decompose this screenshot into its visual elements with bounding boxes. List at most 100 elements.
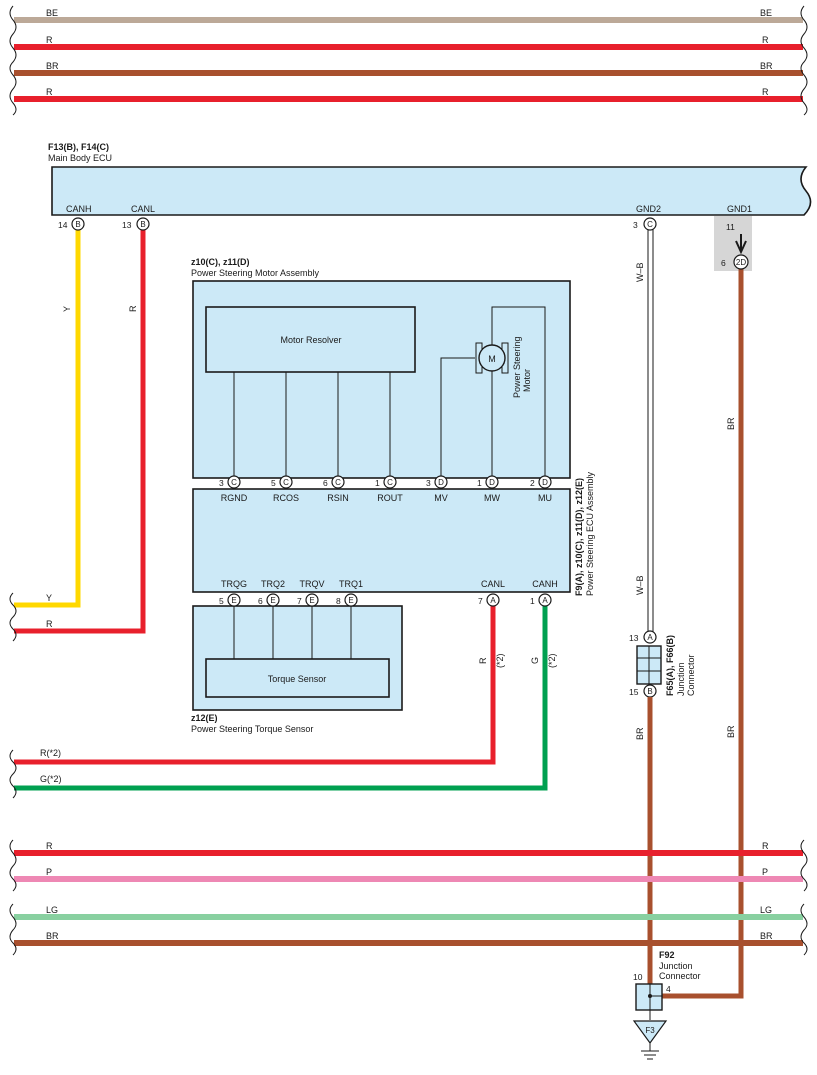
- motor-assembly-code: z10(C), z11(D): [191, 257, 250, 267]
- wire-label-r-vertical: R: [128, 305, 138, 312]
- wire-label-g-ps: G: [530, 657, 540, 664]
- svg-text:F92: F92: [659, 950, 675, 960]
- motor-pin-1: C3: [219, 475, 241, 489]
- svg-text:D: D: [489, 478, 495, 487]
- bus-label-be-right: BE: [760, 8, 772, 18]
- wire-br-gnd1: [660, 268, 744, 999]
- main-ecu-canh-label: CANH: [66, 204, 92, 214]
- ps-ecu-label-mv: MV: [434, 493, 448, 503]
- ps-ecu-label-rgnd: RGND: [221, 493, 248, 503]
- bus-label-r2-right: R: [762, 87, 769, 97]
- main-ecu-pin-gnd2: C 3: [633, 217, 657, 231]
- wire-r-ps-canl: [14, 606, 496, 765]
- main-body-ecu: F13(B), F14(C) Main Body ECU CANH CANL G…: [48, 142, 812, 216]
- break-mark-right-bottom-1: [800, 839, 808, 892]
- svg-text:11: 11: [726, 222, 735, 232]
- bottom-bus-group: R R P P LG LG BR BR: [9, 839, 808, 956]
- motor-pin-5: D3: [426, 475, 448, 489]
- svg-text:F3: F3: [645, 1026, 655, 1035]
- wire-label-y-left: Y: [46, 593, 52, 603]
- ps-pin-trqv: E7: [297, 593, 319, 607]
- bus-label-r1-left: R: [46, 35, 53, 45]
- bus-label-lg-bottom-left: LG: [46, 905, 58, 915]
- svg-text:6: 6: [258, 596, 263, 606]
- wire-label-br-junction: BR: [635, 727, 645, 740]
- ps-ecu-label-trq2: TRQ2: [261, 579, 285, 589]
- svg-text:C: C: [647, 220, 653, 229]
- ps-ecu-label-rcos: RCOS: [273, 493, 299, 503]
- torque-sensor-code: z12(E): [191, 713, 218, 723]
- svg-text:M: M: [488, 354, 496, 364]
- motor-pin-7: D2: [530, 475, 552, 489]
- svg-text:Power Steering: Power Steering: [512, 336, 522, 398]
- ps-pin-trqg: E5: [219, 593, 241, 607]
- svg-text:E: E: [309, 596, 314, 605]
- svg-text:E: E: [231, 596, 236, 605]
- bus-label-r-bottom-right: R: [762, 841, 769, 851]
- bus-label-lg-bottom-right: LG: [760, 905, 772, 915]
- main-ecu-pin-canl: B 13: [122, 217, 150, 231]
- ps-ecu-label-rout: ROUT: [377, 493, 403, 503]
- svg-text:2: 2: [530, 478, 535, 488]
- svg-text:5: 5: [219, 596, 224, 606]
- bus-label-p-bottom-right: P: [762, 867, 768, 877]
- svg-text:A: A: [490, 596, 496, 605]
- motor-symbol: M Power Steering Motor: [440, 306, 546, 476]
- motor-pin-4: C1: [375, 475, 397, 489]
- svg-text:3: 3: [633, 220, 638, 230]
- ps-pin-trq1: E8: [336, 593, 358, 607]
- ps-ecu-label-mw: MW: [484, 493, 500, 503]
- break-mark-left-bottom-2: [9, 903, 17, 956]
- wire-label-wb-lower: W–B: [635, 575, 645, 595]
- svg-text:14: 14: [58, 220, 68, 230]
- svg-text:8: 8: [336, 596, 341, 606]
- ps-ecu-label-rsin: RSIN: [327, 493, 349, 503]
- motor-pin-2: C5: [271, 475, 293, 489]
- bus-label-br-right: BR: [760, 61, 773, 71]
- motor-pin-3: C6: [323, 475, 345, 489]
- svg-text:B: B: [140, 220, 145, 229]
- svg-text:6: 6: [721, 258, 726, 268]
- ps-ecu-label-trqv: TRQV: [299, 579, 324, 589]
- svg-text:C: C: [335, 478, 341, 487]
- wire-label-r-ps-star: (*2): [495, 653, 505, 668]
- svg-text:E: E: [348, 596, 353, 605]
- wire-label-y-vertical: Y: [62, 306, 72, 312]
- main-ecu-name: Main Body ECU: [48, 153, 112, 163]
- ps-ecu-name: Power Steering ECU Assembly: [585, 471, 595, 596]
- bus-label-r-bottom-left: R: [46, 841, 53, 851]
- svg-text:13: 13: [629, 633, 639, 643]
- bus-label-p-bottom-left: P: [46, 867, 52, 877]
- junction-f65: A 13 B 15 F65(A), F66(B) Junction Connec…: [629, 630, 696, 698]
- ps-pin-canh: A1: [530, 593, 552, 607]
- svg-text:3: 3: [219, 478, 224, 488]
- break-mark-right-top: [800, 5, 808, 116]
- torque-sensor-inner: [205, 658, 390, 698]
- motor-resolver-label: Motor Resolver: [280, 335, 341, 345]
- wire-label-r-left: R: [46, 619, 53, 629]
- motor-assembly: z10(C), z11(D) Power Steering Motor Asse…: [191, 257, 571, 489]
- bus-label-r1-right: R: [762, 35, 769, 45]
- svg-text:5: 5: [271, 478, 276, 488]
- motor-assembly-name: Power Steering Motor Assembly: [191, 268, 320, 278]
- svg-text:7: 7: [297, 596, 302, 606]
- wire-label-br-gnd1-lower: BR: [726, 725, 736, 738]
- ps-ecu: RGND RCOS RSIN ROUT MV MW MU TRQG TRQ2 T…: [192, 471, 595, 596]
- svg-text:B: B: [75, 220, 80, 229]
- ps-ecu-label-canh: CANH: [532, 579, 558, 589]
- wire-label-g-ps-star: (*2): [547, 653, 557, 668]
- wire-label-g-star-left: G(*2): [40, 774, 62, 784]
- wire-g-ps-canh: [14, 606, 548, 791]
- svg-text:C: C: [283, 478, 289, 487]
- wire-label-br-gnd1: BR: [726, 417, 736, 430]
- ps-pin-trq2: E6: [258, 593, 280, 607]
- bus-label-br-bottom-left: BR: [46, 931, 59, 941]
- ground-symbol: F3: [632, 1010, 668, 1060]
- bus-label-be-left: BE: [46, 8, 58, 18]
- break-mark-y-r: [9, 592, 17, 642]
- svg-text:3: 3: [426, 478, 431, 488]
- svg-text:1: 1: [477, 478, 482, 488]
- svg-text:Motor: Motor: [522, 369, 532, 392]
- wire-label-wb-upper: W–B: [635, 262, 645, 282]
